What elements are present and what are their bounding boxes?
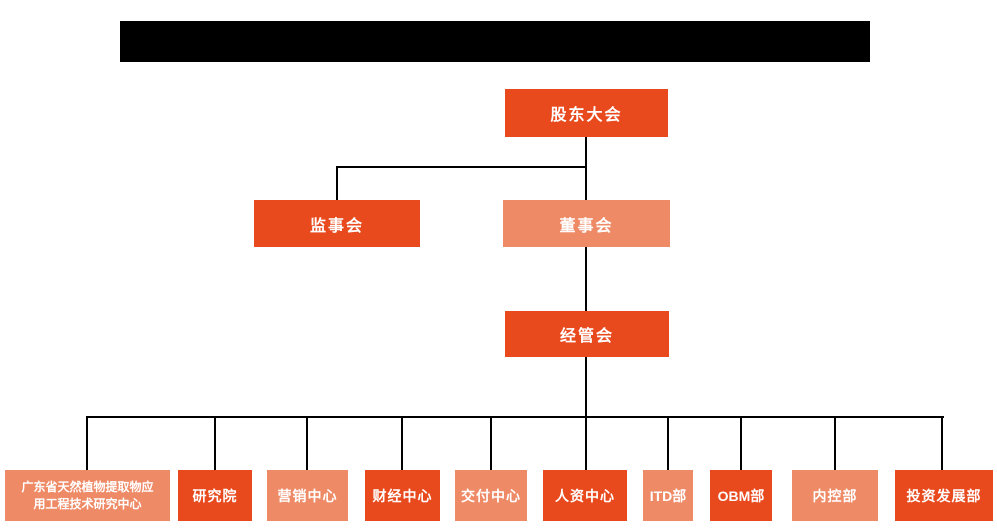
connector-line (86, 416, 88, 470)
org-node-dept-itd: ITD部 (643, 470, 693, 521)
connector-line (86, 416, 944, 418)
org-node-board-of-directors: 董事会 (503, 200, 670, 247)
org-node-shareholders-meeting: 股东大会 (505, 89, 668, 137)
org-node-dept-delivery-center: 交付中心 (455, 470, 527, 521)
org-node-dept-research-center: 广东省天然植物提取物应用工程技术研究中心 (5, 470, 170, 521)
connector-line (834, 416, 836, 470)
connector-line (585, 137, 587, 200)
connector-line (306, 416, 308, 470)
connector-line (585, 247, 587, 311)
org-node-dept-finance-center: 财经中心 (365, 470, 440, 521)
org-node-dept-marketing-center: 营销中心 (267, 470, 348, 521)
connector-line (585, 357, 587, 470)
org-node-dept-research-institute: 研究院 (178, 470, 252, 521)
org-node-management-committee: 经管会 (505, 311, 669, 357)
connector-line (336, 166, 338, 200)
connector-line (490, 416, 492, 470)
redacted-title-bar (120, 21, 870, 62)
org-node-dept-internal-control: 内控部 (792, 470, 878, 521)
org-node-dept-obm: OBM部 (710, 470, 772, 521)
connector-line (336, 166, 587, 168)
connector-line (667, 416, 669, 470)
org-node-dept-hr-center: 人资中心 (543, 470, 627, 521)
connector-line (214, 416, 216, 470)
connector-line (941, 416, 943, 470)
org-node-dept-investment-development: 投资发展部 (895, 470, 993, 521)
connector-line (401, 416, 403, 470)
connector-line (740, 416, 742, 470)
org-node-supervisory-board: 监事会 (254, 200, 420, 247)
